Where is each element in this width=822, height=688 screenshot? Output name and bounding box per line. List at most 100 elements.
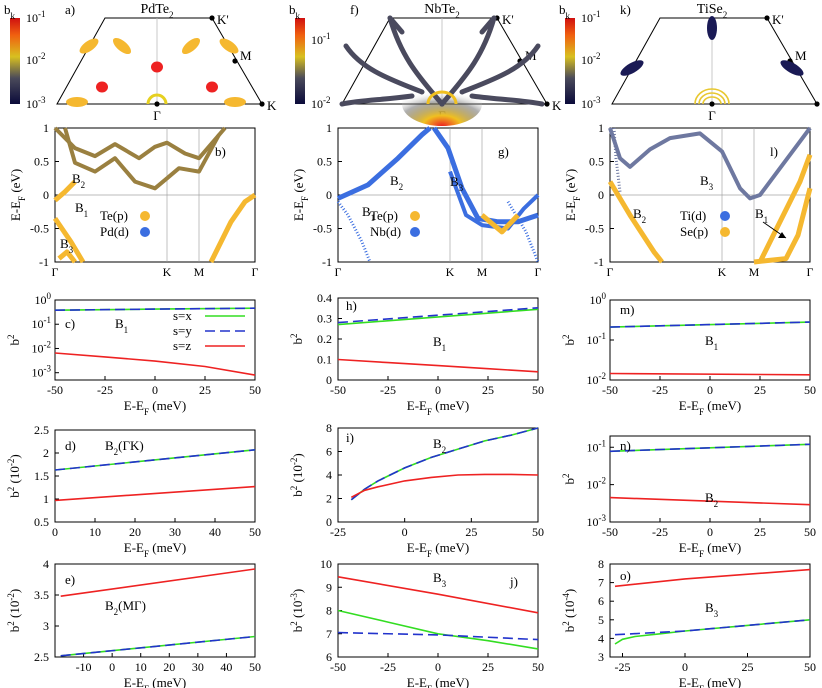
fermi-pocket <box>219 38 239 54</box>
legend-label: Ti(d) <box>680 208 706 223</box>
band-name: B3 <box>705 600 719 619</box>
band-name: B2(ΓK) <box>105 438 144 457</box>
x-tick: M <box>749 265 760 279</box>
fermi-arm <box>343 43 425 95</box>
x-tick: 0 <box>707 383 713 397</box>
y-tick: 8 <box>326 421 332 435</box>
x-axis-label: E-EF (meV) <box>407 398 469 417</box>
y-tick: 0.5 <box>589 155 604 169</box>
fermi-arm <box>459 43 541 95</box>
y-axis-label: b2 (10-2) <box>6 589 22 632</box>
x-tick: M <box>477 265 488 279</box>
fermi-arm <box>387 15 445 107</box>
axes <box>609 435 811 523</box>
x-tick: 0 <box>435 383 441 397</box>
panel-letter: b) <box>215 144 226 159</box>
band-line <box>753 187 813 265</box>
x-tick: 0 <box>682 660 688 674</box>
x-axis-label: E-EF (meV) <box>679 540 741 559</box>
x-axis-label: E-EF (meV) <box>679 675 741 688</box>
y-tick: 3 <box>598 650 604 664</box>
band-name: B2 <box>433 436 446 455</box>
x-tick: 50 <box>804 660 816 674</box>
colorbar-tick: 10-3 <box>581 95 601 111</box>
y-axis-label: b2 (10-2) <box>289 453 305 496</box>
band-line <box>52 216 86 264</box>
legend-marker <box>410 211 420 221</box>
x-axis-label: E-EF (meV) <box>407 675 469 688</box>
band-name: B3 <box>433 570 447 589</box>
y-tick: 0.5 <box>317 155 332 169</box>
x-tick: -25 <box>615 660 631 674</box>
colorbar-tick: 10-2 <box>311 95 331 111</box>
band-name: B1 <box>433 334 446 353</box>
bz-point <box>209 15 215 21</box>
y-tick: 0.2 <box>317 332 332 346</box>
x-tick: 0 <box>109 660 115 674</box>
band-label: B1 <box>362 204 375 223</box>
band-line <box>63 127 221 191</box>
x-tick: -25 <box>652 383 668 397</box>
x-tick: 50 <box>249 525 261 539</box>
x-tick: 50 <box>249 660 261 674</box>
series-sy <box>54 307 256 311</box>
y-tick: 4 <box>326 468 332 482</box>
fermi-arm <box>439 15 497 107</box>
fermi-ring <box>146 93 168 105</box>
y-tick: 4 <box>598 631 604 645</box>
y-axis-label: E-EF (eV) <box>563 169 582 221</box>
band-line <box>336 200 372 263</box>
y-tick: 1 <box>43 492 49 506</box>
axes <box>54 299 256 381</box>
band-label: B2 <box>633 206 646 225</box>
band-label: B3 <box>700 173 714 192</box>
y-tick: 0 <box>326 373 332 387</box>
y-tick: 1 <box>598 121 604 135</box>
bz-point <box>709 101 715 107</box>
bz-label-kprime: K' <box>502 12 514 27</box>
panel-letter: g) <box>498 144 509 159</box>
band-line <box>53 179 77 203</box>
x-tick: -25 <box>330 525 346 539</box>
band-label: B1 <box>75 200 88 219</box>
x-tick: 25 <box>482 660 494 674</box>
y-axis-label: E-EF (eV) <box>291 169 310 221</box>
fermi-arm <box>479 15 497 35</box>
series-sy <box>614 619 811 636</box>
x-tick: 25 <box>199 383 211 397</box>
y-axis-label: b2 (10-2) <box>6 454 22 497</box>
band-line <box>57 249 77 264</box>
bz-label-m: M <box>240 48 252 63</box>
panel-letter: h) <box>346 298 357 313</box>
bz-point <box>814 101 820 107</box>
fermi-arm <box>387 15 405 35</box>
y-tick: 10-1 <box>587 438 607 454</box>
panel-letter: o) <box>620 568 631 583</box>
y-tick: 0 <box>43 188 49 202</box>
x-tick: K <box>446 265 455 279</box>
colorbar-tick: 10-1 <box>581 9 601 25</box>
band-line <box>612 127 622 192</box>
colorbar <box>10 18 20 104</box>
colorbar-tick: 10-1 <box>311 31 331 47</box>
x-tick: Γ <box>607 265 614 279</box>
x-tick: 50 <box>804 525 816 539</box>
y-tick: 0 <box>326 515 332 529</box>
fermi-pocket <box>181 37 201 55</box>
band-name: B1 <box>705 333 718 352</box>
x-tick: -25 <box>97 383 113 397</box>
band-line <box>336 126 432 201</box>
band-line <box>431 126 539 225</box>
series-sx <box>337 308 539 326</box>
x-tick: 25 <box>465 525 477 539</box>
band-line <box>208 192 257 264</box>
y-tick: 6 <box>598 594 604 608</box>
y-tick: 2.5 <box>34 650 49 664</box>
